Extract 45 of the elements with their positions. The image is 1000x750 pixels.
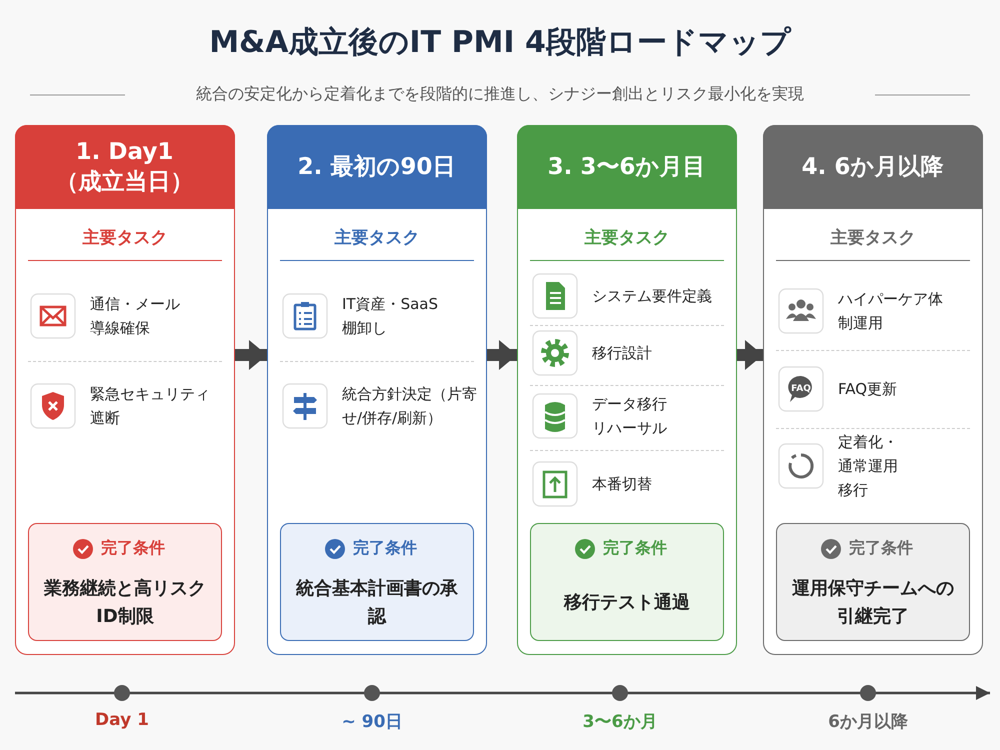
task-text: IT資産・SaaS棚卸し (342, 294, 440, 339)
timeline-label: Day 1 (94, 710, 150, 730)
arrow (737, 340, 763, 370)
timeline-label: 3〜6か月 (582, 711, 658, 733)
task-text: データ移行リハーサル (592, 394, 668, 439)
completion-box (28, 523, 222, 641)
completion-label: 完了条件 (353, 538, 417, 559)
completion-text: 業務継続と高リスクID制限 (43, 577, 207, 629)
icon-text: FAQ (791, 384, 811, 394)
phase-card (267, 125, 487, 655)
section-heading: 主要タスク (334, 227, 420, 249)
phase-header: 2. 最初の90日 (266, 124, 486, 208)
task-text: 移行設計 (592, 343, 653, 364)
completion-label: 完了条件 (101, 538, 165, 559)
completion-label: 完了条件 (849, 538, 913, 559)
title: M&A成立後のIT PMI 4段階ロードマップ (208, 24, 792, 62)
task-text: FAQ更新 (838, 379, 898, 400)
task-text: システム要件定義 (592, 286, 713, 307)
phase-card (15, 125, 235, 655)
completion-box (280, 523, 474, 641)
task-text: ハイパーケア体制運用 (838, 289, 944, 334)
timeline-label: 6か月以降 (827, 711, 909, 733)
completion-text: 運用保守チームへの引継完了 (791, 577, 955, 629)
phase-header: 4. 6か月以降 (762, 124, 982, 208)
completion-text: 統合基本計画書の承認 (295, 577, 459, 629)
arrow (235, 340, 267, 370)
phase-header: 1. Day1 （成立当日） (14, 124, 234, 208)
completion-box (530, 523, 724, 641)
task-text: 統合方針決定（片寄せ/併存/刷新） (342, 384, 478, 429)
arrow (487, 340, 517, 370)
task-text: 通信・メール導線確保 (90, 294, 181, 339)
task-text: 緊急セキュリティ遮断 (90, 384, 211, 429)
phase-card (763, 125, 983, 655)
task-text: 定着化・通常運用移行 (838, 432, 899, 501)
section-heading: 主要タスク (830, 227, 916, 249)
timeline-label: ~ 90日 (340, 711, 404, 733)
completion-box (776, 523, 970, 641)
phase-header: 3. 3〜6か月目 (516, 124, 736, 208)
section-heading: 主要タスク (584, 227, 670, 249)
phase-card (517, 125, 737, 655)
task-text: 本番切替 (592, 474, 653, 495)
subtitle: 統合の安定化から定着化までを段階的に推進し、シナジー創出とリスク最小化を実現 (195, 84, 805, 105)
completion-text: 移行テスト通過 (562, 591, 691, 615)
section-heading: 主要タスク (82, 227, 168, 249)
completion-label: 完了条件 (603, 538, 667, 559)
